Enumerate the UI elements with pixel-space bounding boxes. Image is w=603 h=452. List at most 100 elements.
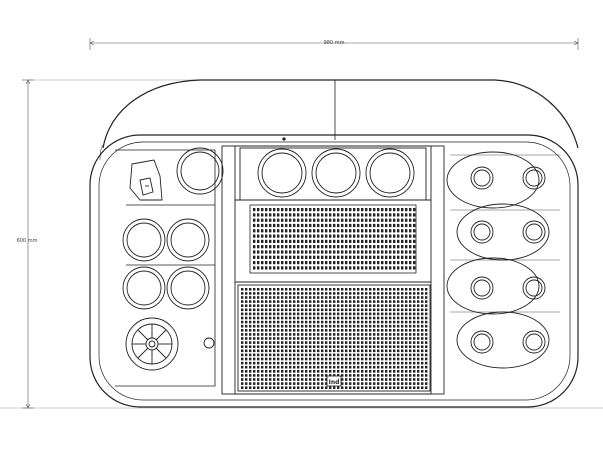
grille-hole [361, 229, 364, 233]
speaker-hole [325, 374, 328, 377]
speaker-hole [241, 292, 244, 295]
speaker-hole [337, 292, 340, 295]
grille-hole [305, 266, 308, 270]
speaker-hole [333, 329, 336, 332]
speaker-hole [281, 357, 284, 361]
speaker-hole [261, 329, 264, 332]
speaker-hole [261, 353, 264, 357]
grille-hole [409, 223, 412, 228]
grille-hole [257, 218, 260, 222]
grille-hole [313, 213, 316, 217]
speaker-hole [325, 308, 328, 312]
speaker-hole [417, 353, 420, 357]
speaker-hole [345, 374, 348, 377]
grille-hole [397, 261, 400, 265]
grille-hole [333, 245, 336, 249]
grille-hole [357, 250, 360, 254]
speaker-hole [241, 333, 244, 336]
speaker-hole [349, 292, 352, 295]
speaker-hole [281, 324, 284, 328]
speaker-hole [309, 316, 312, 320]
speaker-hole [245, 378, 248, 381]
speaker-hole [277, 320, 280, 324]
speaker-hole [337, 349, 340, 353]
speaker-hole [357, 324, 360, 328]
speaker-hole [377, 382, 380, 385]
speaker-hole [353, 324, 356, 328]
speaker-hole [269, 320, 272, 324]
speaker-hole [373, 353, 376, 357]
grille-hole [313, 250, 316, 254]
speaker-hole [317, 320, 320, 324]
speaker-hole [389, 333, 392, 336]
cooler-body [89, 79, 579, 408]
speaker-hole [357, 382, 360, 385]
speaker-hole [317, 296, 320, 299]
grille-hole [325, 266, 328, 270]
grille-hole [293, 255, 296, 259]
speaker-hole [269, 300, 272, 303]
speaker-hole [337, 324, 340, 328]
speaker-hole [341, 333, 344, 336]
speaker-hole [417, 382, 420, 385]
grille-hole [265, 261, 268, 265]
speaker-hole [361, 288, 364, 291]
speaker-hole [281, 300, 284, 303]
speaker-hole [241, 374, 244, 377]
fan-icon [125, 317, 179, 371]
grille-hole [405, 250, 408, 254]
speaker-hole [325, 341, 328, 344]
speaker-hole [349, 312, 352, 316]
speaker-hole [305, 288, 308, 291]
speaker-hole [377, 296, 380, 299]
grille-hole [301, 261, 304, 265]
speaker-hole [373, 288, 376, 291]
speaker-hole [417, 333, 420, 336]
speaker-hole [365, 308, 368, 312]
speaker-hole [393, 341, 396, 344]
grille-hole [409, 261, 412, 265]
speaker-hole [393, 304, 396, 307]
speaker-hole [249, 374, 252, 377]
speaker-hole [409, 320, 412, 324]
speaker-hole [289, 296, 292, 299]
speaker-hole [289, 308, 292, 312]
speaker-hole [381, 304, 384, 307]
speaker-hole [421, 374, 424, 377]
grille-hole [357, 234, 360, 238]
speaker-hole [377, 341, 380, 344]
speaker-hole [409, 361, 412, 365]
grille-hole [293, 229, 296, 233]
speaker-hole [321, 312, 324, 316]
speaker-hole [365, 386, 368, 389]
speaker-hole [393, 300, 396, 303]
speaker-hole [425, 324, 428, 328]
speaker-hole [365, 349, 368, 353]
grille-hole [265, 234, 268, 238]
grille-hole [297, 239, 300, 243]
speaker-hole [261, 386, 264, 389]
speaker-hole [401, 378, 404, 381]
speaker-hole [361, 370, 364, 373]
speaker-hole [381, 292, 384, 295]
speaker-hole [369, 345, 372, 348]
speaker-hole [389, 382, 392, 385]
grille-hole [353, 208, 356, 212]
speaker-hole [249, 288, 252, 291]
speaker-hole [317, 316, 320, 320]
speaker-hole [345, 300, 348, 303]
round-button-icon[interactable] [203, 337, 215, 349]
grille-hole [325, 245, 328, 249]
speaker-hole [341, 370, 344, 373]
speaker-hole [249, 304, 252, 307]
speaker-hole [329, 386, 332, 389]
grille-hole [413, 223, 416, 228]
speaker-hole [253, 353, 256, 357]
speaker-hole [413, 378, 416, 381]
speaker-hole [253, 349, 256, 353]
grille-hole [365, 250, 368, 254]
grille-hole [325, 234, 328, 238]
speaker-hole [353, 308, 356, 312]
speaker-hole [321, 337, 324, 340]
speaker-hole [289, 349, 292, 353]
